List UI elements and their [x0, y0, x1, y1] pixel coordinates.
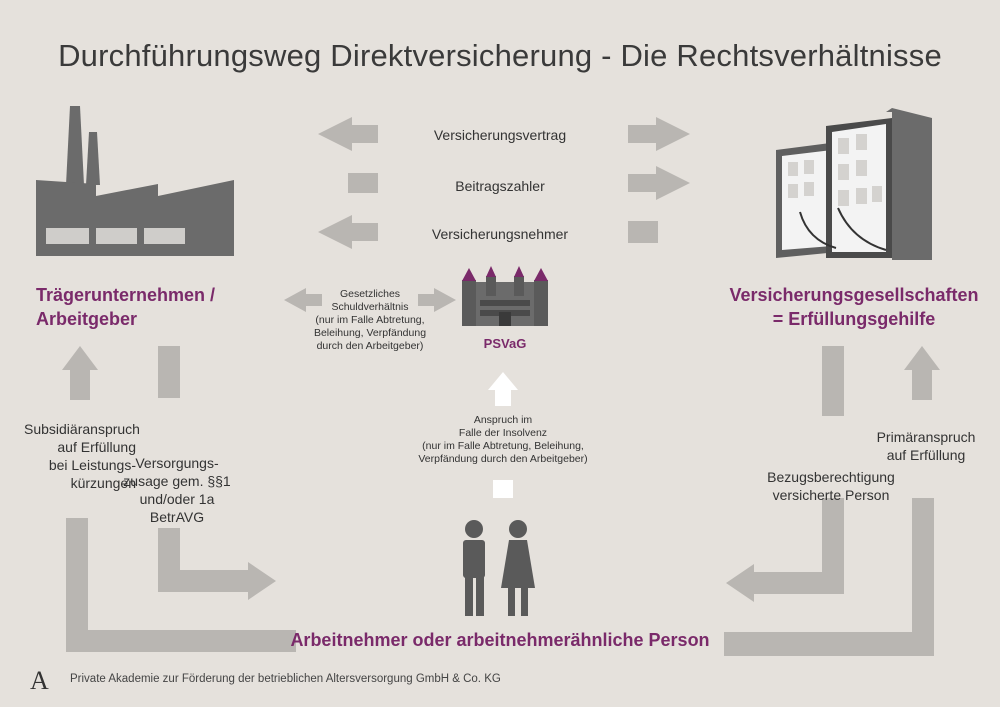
primaeranspruch-text: Primäranspruch auf Erfüllung	[870, 428, 982, 464]
page-title: Durchführungsweg Direktversicherung - Di…	[58, 38, 942, 73]
versorgungszusage-text: Versorgungs- zusage gem. §§1 und/oder 1a…	[112, 454, 242, 526]
arrow-up-primaer	[904, 346, 940, 400]
insurer-line2: = Erfüllungsgehilfe	[772, 309, 936, 329]
subsidiaer-line: kürzungen	[70, 475, 136, 491]
label-versicherungsnehmer: Versicherungsnehmer	[431, 226, 569, 242]
anspruch-line: Anspruch im	[473, 414, 533, 426]
bezugsberechtigung-text: Bezugsberechtigung versicherte Person	[760, 468, 902, 504]
arrow-right-versicherungsvertrag	[628, 117, 690, 151]
bezug-line: Bezugsberechtigung	[767, 469, 895, 485]
primaer-line: auf Erfüllung	[886, 447, 966, 463]
versorgung-line: Versorgungs-	[135, 455, 219, 471]
employee-label: Arbeitnehmer oder arbeitnehmerähnliche P…	[290, 630, 710, 650]
schuld-line: (nur im Falle Abtretung,	[315, 314, 425, 326]
bar-right-bezug	[822, 346, 844, 416]
block-left-beitragszahler	[348, 173, 378, 193]
schuld-line: Beleihung, Verpfändung	[313, 327, 427, 339]
factory-icon	[36, 106, 234, 256]
anspruch-line: Verpfändung durch den Arbeitgeber)	[418, 453, 588, 465]
arrow-bezug-to-employee	[726, 498, 844, 602]
label-versicherungsvertrag: Versicherungsvertrag	[433, 127, 567, 143]
akademie-logo: A	[30, 666, 49, 695]
bar-subsidiaer-from-employee	[66, 518, 296, 652]
employer-label: Trägerunternehmen / Arbeitgeber	[36, 283, 215, 331]
psvag-castle-icon	[462, 266, 548, 326]
insurer-line1: Versicherungsgesellschaften	[729, 285, 979, 305]
arrow-right-schuld	[418, 288, 456, 312]
arrow-versorgung-to-employee	[158, 528, 276, 600]
schuld-line: durch den Arbeitgeber)	[316, 340, 424, 352]
anspruch-insolvenz-text: Anspruch im Falle der Insolvenz (nur im …	[403, 414, 603, 466]
label-beitragszahler: Beitragszahler	[455, 178, 545, 194]
subsidiaer-line: Subsidiäranspruch	[24, 421, 140, 437]
anspruch-line: Falle der Insolvenz	[458, 427, 548, 439]
block-right-versicherungsnehmer	[628, 221, 658, 243]
bar-primaer-from-employee	[724, 498, 934, 656]
arrow-left-versicherungsnehmer	[318, 215, 378, 249]
insurance-buildings-icon	[776, 108, 932, 260]
people-icon	[463, 520, 535, 616]
anspruch-line: (nur im Falle Abtretung, Beleihung,	[422, 440, 584, 452]
bezug-line: versicherte Person	[772, 487, 890, 503]
footer-text: Private Akademie zur Förderung der betri…	[70, 673, 501, 685]
arrow-up-insolvenz	[488, 372, 518, 406]
employer-line2: Arbeitgeber	[36, 309, 138, 329]
subsidiaer-line: bei Leistungs-	[48, 457, 136, 473]
arrow-up-subsidiaer	[62, 346, 98, 400]
versorgung-line: und/oder 1a BetrAVG	[139, 491, 215, 525]
versorgung-line: zusage gem. §§1	[123, 473, 231, 489]
psvag-label: PSVaG	[483, 336, 527, 351]
employer-line1: Trägerunternehmen /	[36, 285, 216, 305]
schuld-line: Gesetzliches	[339, 288, 401, 300]
arrow-left-versicherungsvertrag	[318, 117, 378, 151]
subsidiaeranspruch-text: Subsidiäranspruch auf Erfüllung bei Leis…	[24, 420, 140, 492]
primaer-line: Primäranspruch	[876, 429, 976, 445]
insurer-label: Versicherungsgesellschaften = Erfüllungs…	[720, 283, 988, 331]
bar-left-versorgung	[158, 346, 180, 398]
schuld-line: Schuldverhältnis	[331, 301, 409, 313]
subsidiaer-line: auf Erfüllung	[57, 439, 136, 455]
arrow-left-schuld	[284, 288, 322, 312]
schuldverhaeltnis-text: Gesetzliches Schuldverhältnis (nur im Fa…	[300, 288, 440, 353]
arrow-right-beitragszahler	[628, 166, 690, 200]
block-insolvenz	[493, 480, 513, 498]
